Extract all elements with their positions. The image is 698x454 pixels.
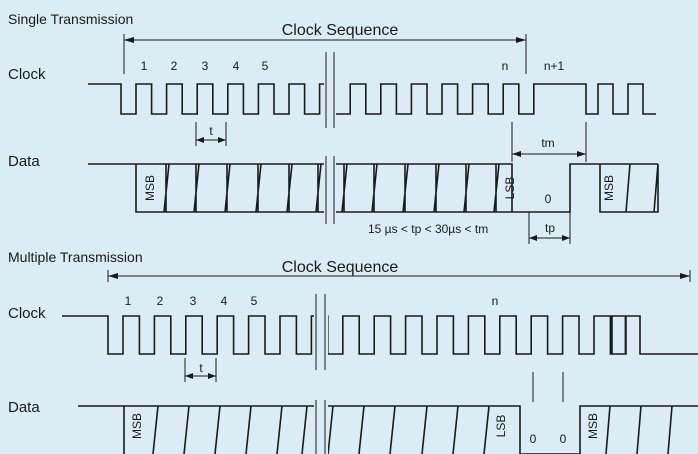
multiple-pulse-index-3: 3 <box>190 294 197 308</box>
single-pulse-index-n-plus-1: n+1 <box>544 59 565 73</box>
multiple-period-dimension: t <box>184 358 217 382</box>
multiple-clock-sequence-label: Clock Sequence <box>282 259 399 276</box>
single-tm-label: tm <box>541 136 554 150</box>
single-zero-label: 0 <box>545 192 552 206</box>
single-tm-dimension: tm <box>511 122 587 162</box>
multiple-pulse-index-1: 1 <box>125 294 132 308</box>
single-tp-dimension: tp <box>528 212 571 244</box>
single-clock-waveform <box>88 83 656 115</box>
multiple-zero-label-2: 0 <box>560 432 567 446</box>
single-transmission-title: Single Transmission <box>8 11 133 27</box>
multiple-pulse-index-2: 2 <box>157 294 164 308</box>
single-timing-note: 15 µs < tp < 30µs < tm <box>368 222 488 236</box>
single-clock-label: Clock <box>8 66 46 83</box>
single-pulse-index-4: 4 <box>233 59 240 73</box>
multiple-msb-label-2: MSB <box>586 413 600 439</box>
multiple-clock-sequence-dimension: Clock Sequence <box>107 259 691 282</box>
single-data-waveform <box>88 163 659 213</box>
multiple-pulse-index-n: n <box>492 294 499 308</box>
single-pulse-index-5: 5 <box>262 59 269 73</box>
single-lsb-label: LSB <box>503 177 517 200</box>
single-tp-label: tp <box>545 221 555 235</box>
single-data-label: Data <box>8 153 40 170</box>
multiple-data-label: Data <box>8 399 40 416</box>
multiple-clock-waveform <box>62 315 698 355</box>
single-pulse-index-n: n <box>502 59 509 73</box>
multiple-pulse-index-4: 4 <box>221 294 228 308</box>
multiple-lsb-label: LSB <box>494 415 508 438</box>
single-msb-label-2: MSB <box>602 175 616 201</box>
multiple-pulse-index-5: 5 <box>251 294 258 308</box>
single-period-label: t <box>209 124 213 138</box>
single-clock-break <box>324 50 336 130</box>
single-pulse-index-3: 3 <box>202 59 209 73</box>
single-transmission-section: Single Transmission Clock Sequence Clock… <box>8 11 659 244</box>
single-data-break <box>324 156 336 226</box>
multiple-msb-label: MSB <box>130 413 144 439</box>
multiple-transmission-section: Multiple Transmission Clock Sequence Clo… <box>8 249 698 454</box>
single-msb-label: MSB <box>143 175 157 201</box>
multiple-period-label: t <box>199 361 203 375</box>
multiple-clock-label: Clock <box>8 305 46 322</box>
multiple-zero-label-1: 0 <box>530 432 537 446</box>
single-pulse-index-2: 2 <box>171 59 178 73</box>
single-period-dimension: t <box>195 122 227 146</box>
multiple-data-waveform <box>78 405 698 454</box>
multiple-transmission-title: Multiple Transmission <box>8 249 143 265</box>
single-pulse-index-1: 1 <box>141 59 148 73</box>
single-clock-sequence-dimension: Clock Sequence <box>123 22 527 74</box>
single-clock-sequence-label: Clock Sequence <box>282 22 399 39</box>
